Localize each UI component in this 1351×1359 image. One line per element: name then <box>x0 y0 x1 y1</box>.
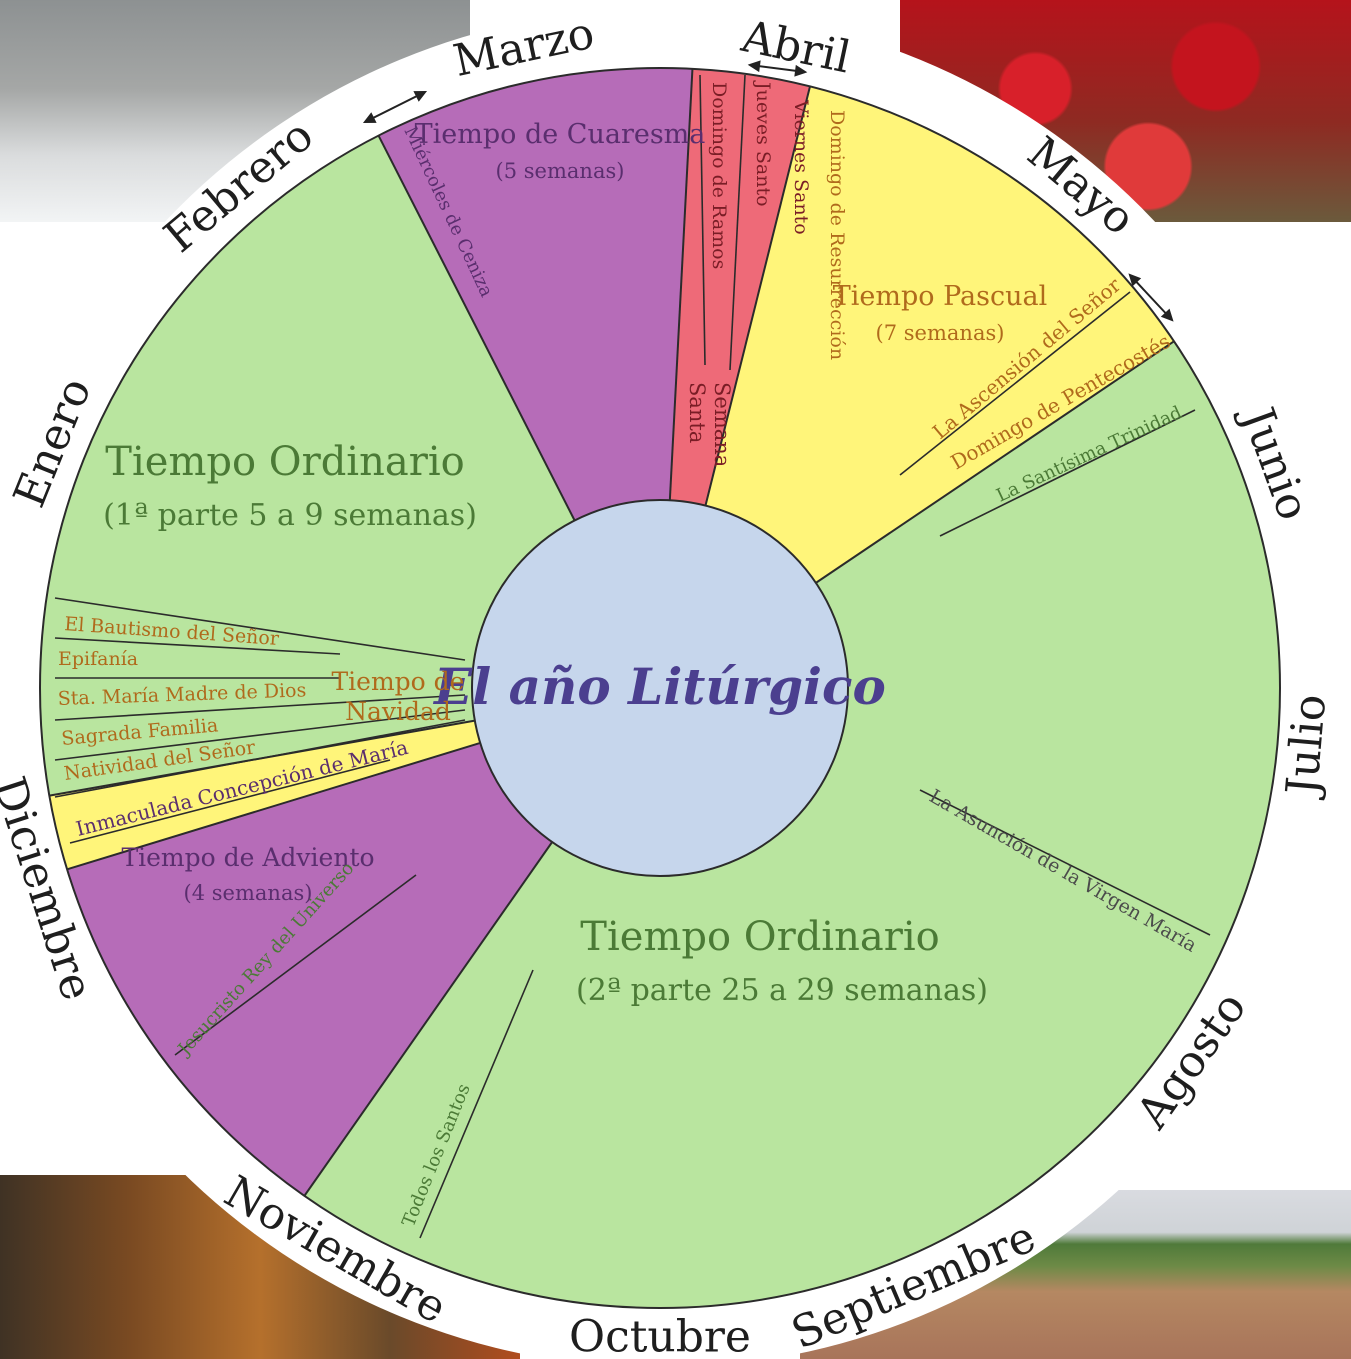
feast-line <box>54 694 466 721</box>
season-divider <box>704 86 811 506</box>
arrow-head <box>362 112 377 124</box>
feast-jueves-santo: Jueves Santo <box>752 80 774 207</box>
feast-line <box>919 789 1211 936</box>
feast-epifania: Epifanía <box>58 648 138 670</box>
season-ordinario2-sub: (2ª parte 25 a 29 semanas) <box>576 973 988 1008</box>
season-semana-santa-1: Semana <box>710 382 734 467</box>
season-divider <box>815 340 1175 584</box>
feast-viernes-santo: Viernes Santo <box>790 99 812 235</box>
sector-pascual <box>705 86 1175 583</box>
arrow-head <box>747 60 761 73</box>
arrow-head <box>794 64 808 77</box>
feast-line <box>54 597 466 661</box>
season-pascual-label: Tiempo Pascual <box>833 281 1048 312</box>
sector-ordinario-2 <box>304 341 1280 1308</box>
feast-line <box>54 709 466 761</box>
sector-cuaresma <box>378 68 693 521</box>
season-navidad-label-1: Tiempo de <box>332 667 465 696</box>
season-divider <box>377 135 576 521</box>
feast-line <box>69 759 391 844</box>
feast-line <box>729 74 746 371</box>
sector-navidad <box>49 720 481 870</box>
month-label: Julio <box>1276 692 1336 801</box>
season-semana-santa-2: Santa <box>685 382 709 443</box>
feast-domingo-resurreccion: Domingo de Resurrección <box>826 110 848 360</box>
arrow-head <box>413 90 428 102</box>
season-ordinario2-label: Tiempo Ordinario <box>580 914 939 960</box>
season-cuaresma-sub: (5 semanas) <box>496 159 625 183</box>
season-adviento-label: Tiempo de Adviento <box>121 843 374 872</box>
center-circle <box>471 499 849 877</box>
feast-line <box>54 637 341 655</box>
season-divider <box>303 841 553 1197</box>
month-boundary-arrow <box>1129 274 1173 321</box>
season-pascual-sub: (7 semanas) <box>876 321 1005 345</box>
sector-ordinario-1 <box>39 135 575 796</box>
season-divider <box>668 68 694 501</box>
sector-semana-santa <box>669 68 810 506</box>
feast-line <box>699 74 706 366</box>
feast-line <box>174 874 417 1056</box>
arrow-head <box>1160 308 1174 322</box>
wheel-outline <box>39 67 1281 1309</box>
feast-line <box>419 969 534 1239</box>
season-divider <box>66 742 481 871</box>
sector-adviento <box>67 742 553 1196</box>
arrow-head <box>1128 273 1142 287</box>
season-ordinario1-sub: (1ª parte 5 a 9 semanas) <box>103 498 477 533</box>
feast-line <box>54 719 466 798</box>
month-label: Octubre <box>569 1312 751 1359</box>
page-title: El año Litúrgico <box>432 657 886 716</box>
feast-line <box>939 409 1196 537</box>
season-adviento-sub: (4 semanas) <box>184 881 313 905</box>
feast-line <box>899 291 1131 476</box>
season-cuaresma-label: Tiempo de Cuaresma <box>415 119 706 150</box>
season-ordinario1-label: Tiempo Ordinario <box>105 439 464 485</box>
season-navidad-label-2: Navidad <box>345 697 451 726</box>
month-boundary-arrow <box>364 91 426 123</box>
feast-domingo-ramos: Domingo de Ramos <box>708 82 730 269</box>
